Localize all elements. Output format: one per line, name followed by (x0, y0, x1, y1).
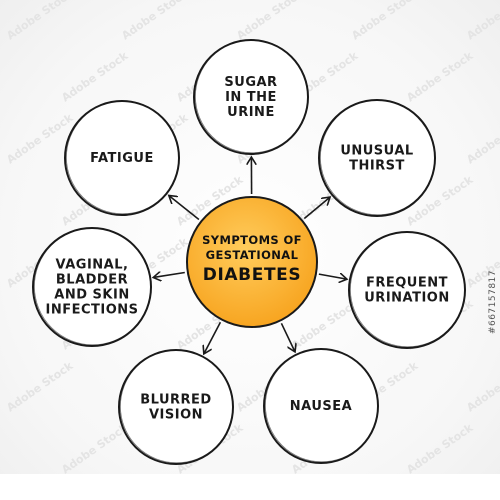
symptom-label: VISION (149, 408, 203, 423)
symptom-label: FREQUENT (366, 276, 448, 291)
watermark-text: Adobe Stock (59, 49, 131, 105)
watermark-text: Adobe Stock (404, 49, 476, 105)
arrow-to-vision (204, 321, 222, 353)
arrow-to-thirst (303, 198, 329, 220)
symptom-label: VAGINAL, (56, 258, 129, 273)
arrow-to-infections (154, 273, 185, 278)
center-label-line1: SYMPTOMS OF (202, 233, 302, 247)
symptom-circle-sketch (264, 348, 379, 463)
symptom-circle-sketch (120, 349, 234, 464)
watermark-text: Adobe Stock (4, 0, 76, 42)
watermark-text: Adobe Stock (59, 421, 131, 477)
symptom-label: INFECTIONS (45, 303, 138, 318)
symptom-circle-sketch (194, 39, 309, 154)
stock-image-id: #667157817 (488, 270, 498, 335)
symptom-label: BLURRED (140, 393, 211, 408)
symptom-node-fatigue: FATIGUE (64, 100, 180, 216)
arrow-to-fatigue (170, 196, 200, 221)
watermark-text: Adobe Stock (119, 0, 191, 42)
symptom-circle-sketch (66, 100, 180, 215)
symptom-circle-sketch (319, 99, 436, 216)
symptom-label: THIRST (349, 159, 405, 174)
symptom-label: UNUSUAL (340, 144, 413, 159)
symptom-label: NAUSEA (290, 399, 352, 414)
symptom-label: URINE (227, 105, 275, 120)
stock-footer-bar (0, 474, 500, 500)
watermark-text: Adobe Stock (464, 111, 500, 167)
arrow-to-urination (318, 274, 346, 279)
symptom-label: FATIGUE (90, 151, 154, 166)
watermark-text: Adobe Stock (404, 421, 476, 477)
symptom-circle-sketch (34, 227, 152, 346)
watermark-text: Adobe Stock (4, 359, 76, 415)
center-label-line3: DIABETES (203, 265, 301, 285)
arrow-to-nausea (280, 322, 294, 351)
center-label-line2: GESTATIONAL (206, 248, 299, 262)
symptom-node-nausea: NAUSEA (263, 348, 379, 464)
watermark-text: Adobe Stock (464, 0, 500, 42)
symptom-label: BLADDER (56, 273, 128, 288)
symptom-label: IN THE (225, 90, 277, 105)
watermark-text: Adobe Stock (464, 359, 500, 415)
watermark-text: Adobe Stock (349, 0, 421, 42)
connector-arrows (154, 158, 346, 353)
center-circle (186, 196, 318, 328)
symptom-label: AND SKIN (54, 288, 129, 303)
symptom-circle-sketch (349, 231, 466, 348)
watermark-text: Adobe Stock (234, 0, 306, 42)
symptom-label: SUGAR (224, 75, 277, 90)
symptom-label: URINATION (364, 291, 449, 306)
